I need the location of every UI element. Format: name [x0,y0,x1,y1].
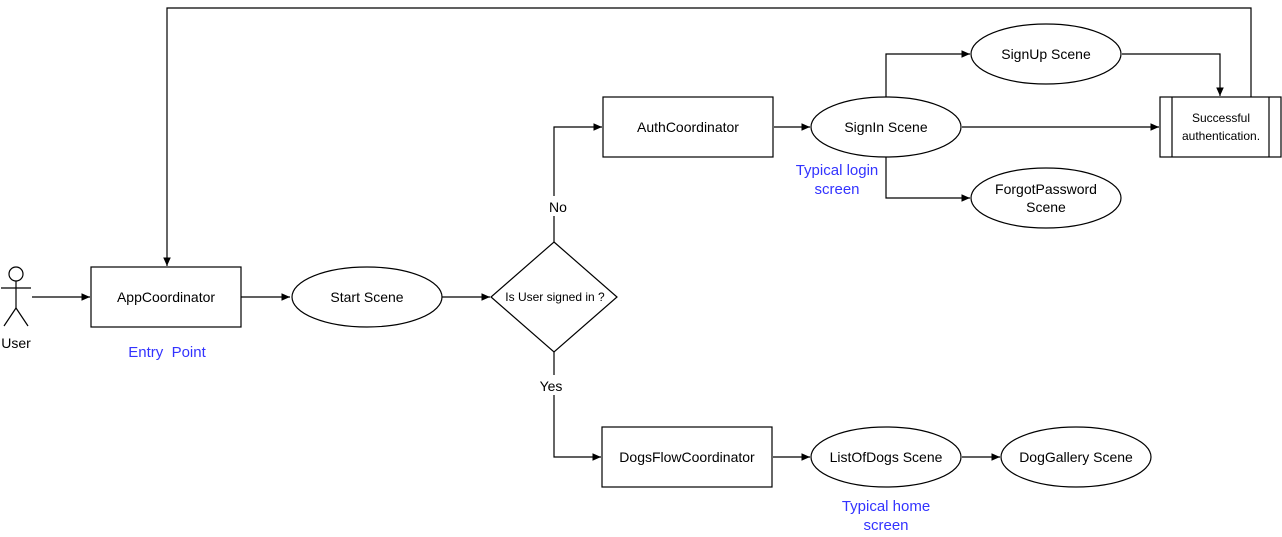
edge-signup-to-success [1122,53,1224,96]
edge-signin-to-signup [885,50,970,97]
node-successful-authentication: Successful authentication. [1159,96,1282,158]
edge-label-no: No [549,199,567,215]
node-forgot-password-label-line1: ForgotPassword [995,181,1097,197]
node-successful-auth-label-line1: Successful [1192,111,1250,125]
node-decision-label: Is User signed in ? [505,290,605,304]
node-dogs-flow-coordinator-label: DogsFlowCoordinator [619,449,755,465]
person-icon [1,266,31,327]
edge-label-yes-bg [536,375,566,395]
node-auth-coordinator: AuthCoordinator [602,96,774,158]
node-start-scene: Start Scene [291,266,443,328]
node-list-of-dogs-scene: ListOfDogs Scene [810,426,962,488]
actor-user-label: User [1,335,31,351]
node-auth-coordinator-label: AuthCoordinator [637,119,739,135]
edge-signin-to-forgot [885,157,970,202]
node-dogs-flow-coordinator: DogsFlowCoordinator [601,426,773,488]
note-typical-login-line2: screen [814,181,859,198]
note-typical-home-line2: screen [863,517,908,534]
node-signin-scene: SignIn Scene [810,96,962,158]
edge-success-to-appcoordinator [163,7,1252,266]
node-signin-scene-label: SignIn Scene [844,119,927,135]
edge-label-yes: Yes [540,378,563,394]
node-signup-scene: SignUp Scene [970,23,1122,85]
note-entry-point: Entry Point [128,344,206,361]
edge-label-no-bg [544,196,566,216]
edge-decision-no-to-auth [553,123,602,242]
node-signup-scene-label: SignUp Scene [1001,46,1091,62]
edges [32,7,1252,461]
node-decision: Is User signed in ? [490,241,618,353]
edge-decision-yes-to-dogsflow [553,352,601,461]
note-typical-login-line1: Typical login [796,162,879,179]
node-app-coordinator-label: AppCoordinator [117,289,215,305]
node-forgot-password-scene: ForgotPassword Scene [970,167,1122,229]
node-forgot-password-label-line2: Scene [1026,199,1066,215]
node-app-coordinator: AppCoordinator [90,266,242,328]
node-start-scene-label: Start Scene [330,289,403,305]
node-dog-gallery-scene: DogGallery Scene [1000,426,1152,488]
note-typical-home-line1: Typical home [842,498,930,515]
node-list-of-dogs-label: ListOfDogs Scene [830,449,943,465]
node-dog-gallery-label: DogGallery Scene [1019,449,1133,465]
node-successful-auth-label-line2: authentication. [1182,129,1260,143]
